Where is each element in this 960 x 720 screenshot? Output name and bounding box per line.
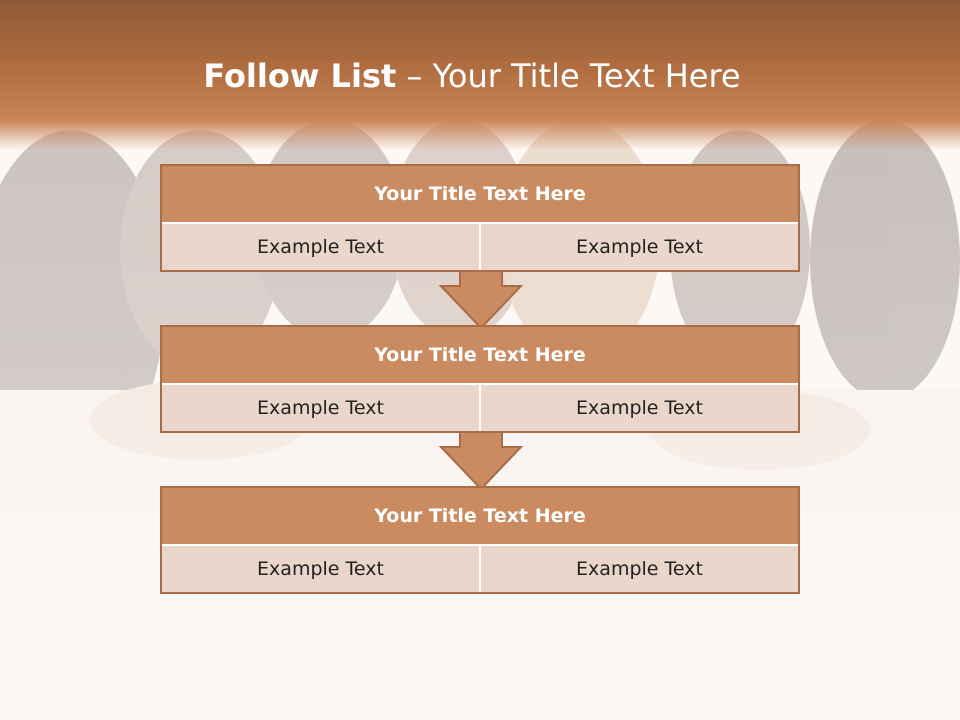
- step-box-3: Your Title Text Here Example Text Exampl…: [160, 486, 800, 594]
- slide-title-rest: – Your Title Text Here: [396, 57, 741, 95]
- step-title: Your Title Text Here: [162, 166, 798, 224]
- down-arrow-icon: [438, 431, 524, 491]
- step-title: Your Title Text Here: [162, 327, 798, 385]
- step-row: Example Text Example Text: [162, 224, 798, 270]
- step-cell-right: Example Text: [481, 385, 798, 431]
- down-arrow-icon: [438, 270, 524, 330]
- step-cell-left: Example Text: [162, 385, 481, 431]
- step-row: Example Text Example Text: [162, 546, 798, 592]
- step-title: Your Title Text Here: [162, 488, 798, 546]
- step-row: Example Text Example Text: [162, 385, 798, 431]
- title-bar: [0, 0, 960, 150]
- step-cell-left: Example Text: [162, 546, 481, 592]
- step-cell-right: Example Text: [481, 224, 798, 270]
- step-cell-right: Example Text: [481, 546, 798, 592]
- slide-title: Follow List – Your Title Text Here: [0, 52, 944, 100]
- step-box-1: Your Title Text Here Example Text Exampl…: [160, 164, 800, 272]
- step-cell-left: Example Text: [162, 224, 481, 270]
- step-box-2: Your Title Text Here Example Text Exampl…: [160, 325, 800, 433]
- slide-title-bold: Follow List: [203, 57, 397, 95]
